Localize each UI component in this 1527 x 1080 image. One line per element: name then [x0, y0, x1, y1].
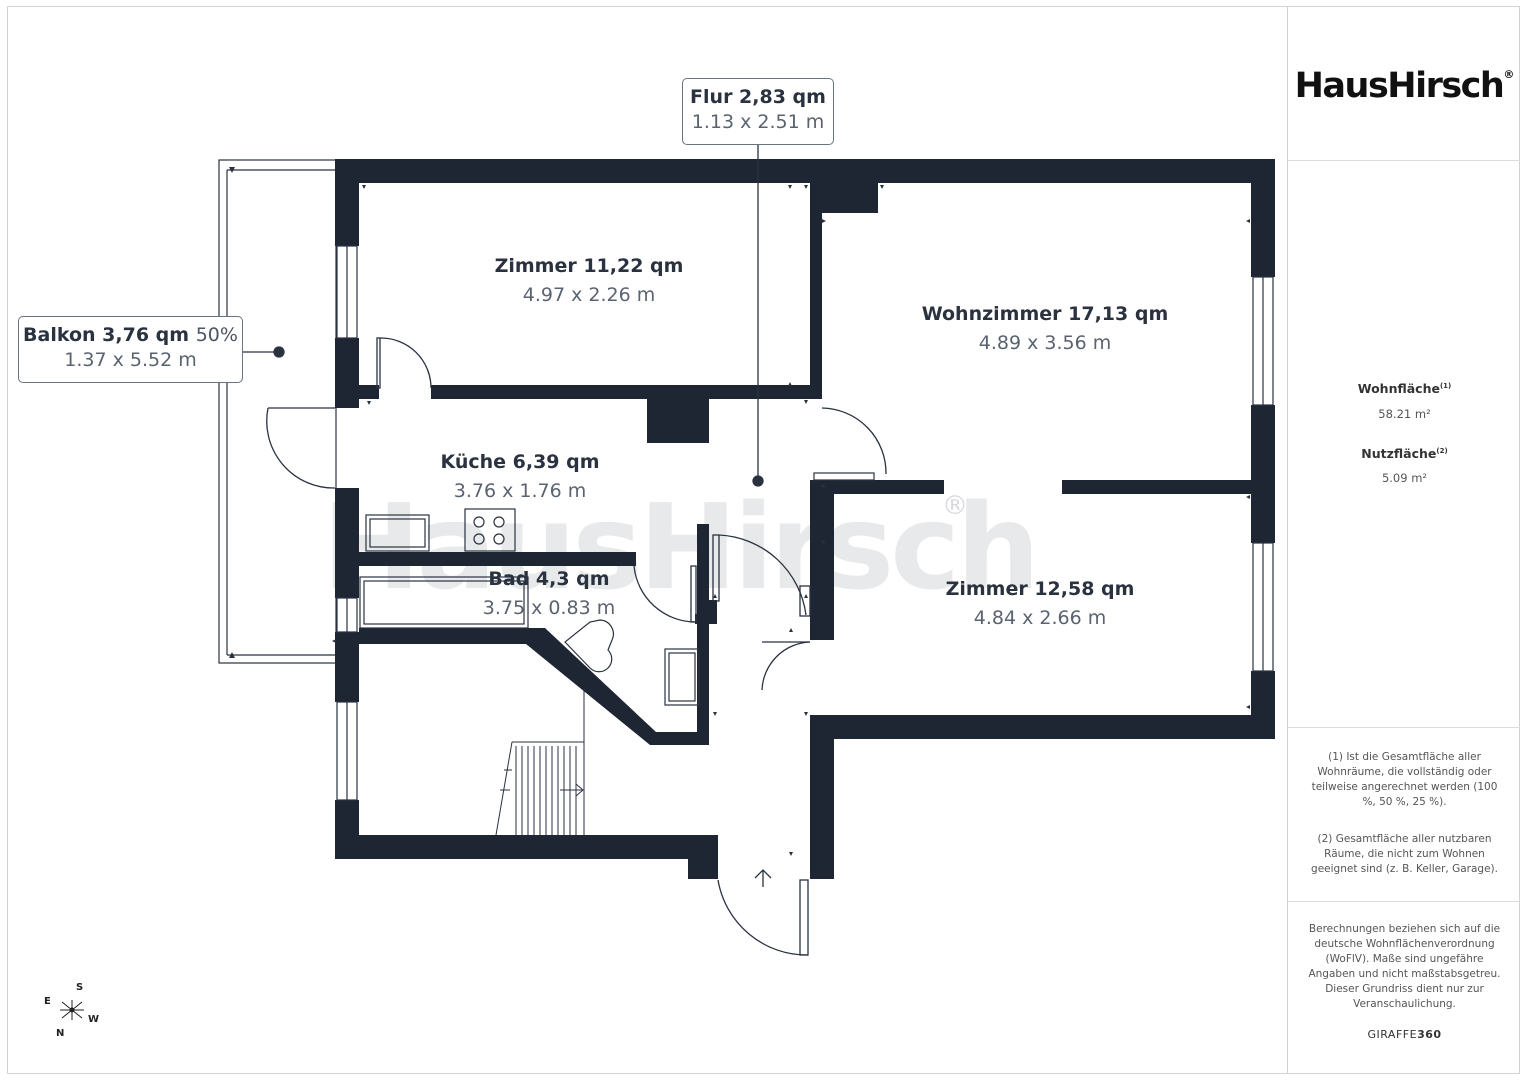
footnote-1: (1) Ist die Gesamtfläche aller Wohnräume… — [1311, 751, 1498, 808]
logo-registered-mark: ® — [1503, 68, 1515, 81]
living-area-text: Wohnfläche — [1357, 381, 1440, 396]
living-area-value: 58.21 m² — [1378, 407, 1431, 421]
brand-logo: HausHirsch® — [1288, 66, 1521, 106]
room-dims: 3.76 x 1.76 m — [454, 480, 586, 502]
compass-e: E — [44, 996, 51, 1007]
sidebar: HausHirsch® Wohnfläche(1) 58.21 m² Nutzf… — [1287, 6, 1520, 1074]
room-dims: 4.97 x 2.26 m — [523, 284, 655, 306]
living-area-footnote: (1) — [1439, 381, 1452, 390]
bathtub — [359, 576, 529, 629]
room-title: Zimmer 12,58 qm — [946, 578, 1135, 600]
kitchen-sink — [365, 514, 430, 552]
footer-brand-suffix: 360 — [1417, 1028, 1442, 1041]
living-area-label: Wohnfläche(1) — [1288, 381, 1521, 396]
sidebar-divider — [1288, 160, 1520, 161]
room-dims: 3.75 x 0.83 m — [483, 597, 615, 619]
compass-icon — [60, 1000, 84, 1020]
callout-leaders — [243, 145, 764, 487]
room-label-wohnzimmer: Wohnzimmer 17,13 qm 4.89 x 3.56 m — [922, 303, 1169, 354]
disclaimer: Berechnungen beziehen sich auf die deuts… — [1308, 923, 1501, 1010]
usable-area-text: Nutzfläche — [1361, 446, 1437, 461]
callout-dims: 1.37 x 5.52 m — [64, 349, 197, 371]
room-label-kueche: Küche 6,39 qm 3.76 x 1.76 m — [440, 451, 599, 502]
toilet — [564, 619, 614, 673]
callout-title: Balkon 3,76 qm — [23, 324, 190, 346]
dimension-markers — [229, 167, 1250, 856]
compass-w: W — [88, 1014, 100, 1025]
callout-title: Flur 2,83 qm — [690, 86, 826, 108]
watermark-mark: ® — [942, 491, 968, 521]
callout-percent: 50% — [195, 324, 238, 346]
room-title: Bad 4,3 qm — [488, 568, 609, 590]
compass-s: S — [76, 982, 84, 993]
logo-text: HausHirsch — [1294, 66, 1505, 106]
room-label-zimmer1: Zimmer 11,22 qm 4.97 x 2.26 m — [495, 255, 684, 306]
doors — [266, 337, 887, 956]
callout-dims: 1.13 x 2.51 m — [691, 111, 825, 133]
watermark: HausHirsch — [322, 478, 1036, 616]
footnote-2: (2) Gesamtfläche aller nutzbaren Räume, … — [1311, 833, 1498, 875]
footer-brand: GIRAFFE360 — [1288, 1028, 1521, 1041]
compass-n: N — [56, 1028, 65, 1039]
page-frame — [7, 6, 1520, 1074]
room-label-zimmer2: Zimmer 12,58 qm 4.84 x 2.66 m — [946, 578, 1135, 629]
usable-area-value: 5.09 m² — [1381, 471, 1428, 485]
room-dims: 4.84 x 2.66 m — [974, 607, 1106, 629]
room-title: Küche 6,39 qm — [440, 451, 599, 473]
stove — [464, 508, 516, 552]
walls — [335, 159, 1275, 879]
windows — [336, 245, 1274, 801]
balcony-outline — [218, 159, 337, 664]
sidebar-divider — [1288, 727, 1520, 728]
sidebar-divider — [1288, 901, 1520, 902]
room-title: Wohnzimmer 17,13 qm — [922, 303, 1169, 325]
compass: S E W N — [40, 980, 110, 1040]
room-dims: 4.89 x 3.56 m — [979, 332, 1111, 354]
stairs — [495, 688, 585, 836]
room-title: Zimmer 11,22 qm — [495, 255, 684, 277]
usable-area-footnote: (2) — [1436, 446, 1448, 455]
entrance-arrow-icon — [754, 869, 772, 887]
footer-brand-prefix: GIRAFFE — [1367, 1028, 1418, 1041]
callout-flur: Flur 2,83 qm 1.13 x 2.51 m — [682, 78, 834, 145]
callout-balkon: Balkon 3,76 qm 50% 1.37 x 5.52 m — [18, 316, 243, 383]
usable-area-label: Nutzfläche(2) — [1288, 446, 1521, 461]
room-label-bad: Bad 4,3 qm 3.75 x 0.83 m — [483, 568, 615, 619]
washbasin — [664, 648, 700, 706]
